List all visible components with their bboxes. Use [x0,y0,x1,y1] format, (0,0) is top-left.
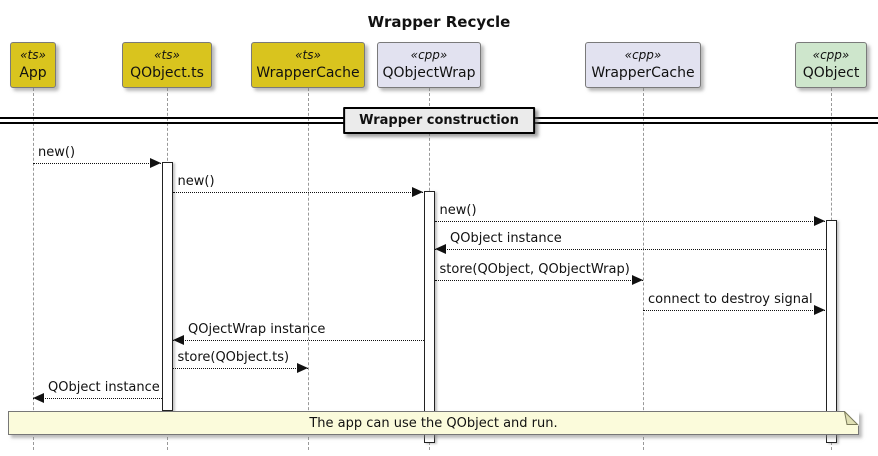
note-text: The app can use the QObject and run. [309,415,558,431]
participant-box-qobjectwrap: «cpp» QObjectWrap [377,42,481,88]
participant-stereotype: «cpp» [410,48,448,62]
arrow-head-icon [412,187,423,197]
lifeline-app [33,88,34,450]
participant-stereotype: «ts» [154,48,180,62]
participant-box-app: «ts» App [10,42,56,88]
note-fold-icon [844,411,859,426]
participant-stereotype: «ts» [20,48,46,62]
participant-name: QObject.ts [130,65,204,81]
divider-label-box: Wrapper construction [343,107,535,134]
message-label: connect to destroy signal [648,292,813,307]
message-line [173,340,424,341]
arrow-head-icon [173,335,184,345]
lifeline-wrappercachets [308,88,309,450]
message-label: new() [38,145,76,160]
message-label: QObject instance [450,231,562,246]
message-line [172,368,308,369]
message-line [435,249,826,250]
participant-name: App [19,65,47,81]
arrow-head-icon [814,305,825,315]
participant-box-qobjectts: «ts» QObject.ts [122,42,212,88]
message-label: store(QObject, QObjectWrap) [439,262,630,277]
message-line [434,280,643,281]
participant-stereotype: «cpp» [624,48,662,62]
arrow-head-icon [150,158,161,168]
message-line [33,398,162,399]
participant-name: WrapperCache [256,65,360,81]
note: The app can use the QObject and run. [8,411,859,435]
message-label: new() [439,203,477,218]
participant-box-wrappercachets: «ts» WrapperCache [251,42,365,88]
message-line [643,310,825,311]
message-line [33,163,161,164]
message-line [434,221,825,222]
participant-name: QObjectWrap [382,65,476,81]
participant-name: QObject [802,65,860,81]
participant-box-qobject: «cpp» QObject [795,42,867,88]
participant-stereotype: «ts» [295,48,321,62]
participant-stereotype: «cpp» [812,48,850,62]
participant-name: WrapperCache [591,65,695,81]
message-line [172,192,423,193]
divider-label-text: Wrapper construction [359,113,519,128]
participant-box-wrappercachecpp: «cpp» WrapperCache [585,42,701,88]
message-label: QOjectWrap instance [188,322,326,337]
arrow-head-icon [33,393,44,403]
message-label: store(QObject.ts) [177,350,290,365]
activation-bar [825,220,837,443]
message-label: new() [177,174,215,189]
arrow-head-icon [297,363,308,373]
diagram-title: Wrapper Recycle [367,13,511,31]
arrow-head-icon [632,275,643,285]
arrow-head-icon [435,244,446,254]
activation-bar [161,162,173,411]
lifeline-wrappercachecpp [643,88,644,450]
arrow-head-icon [814,216,825,226]
activation-bar [423,191,435,443]
message-label: QObject instance [48,380,160,395]
